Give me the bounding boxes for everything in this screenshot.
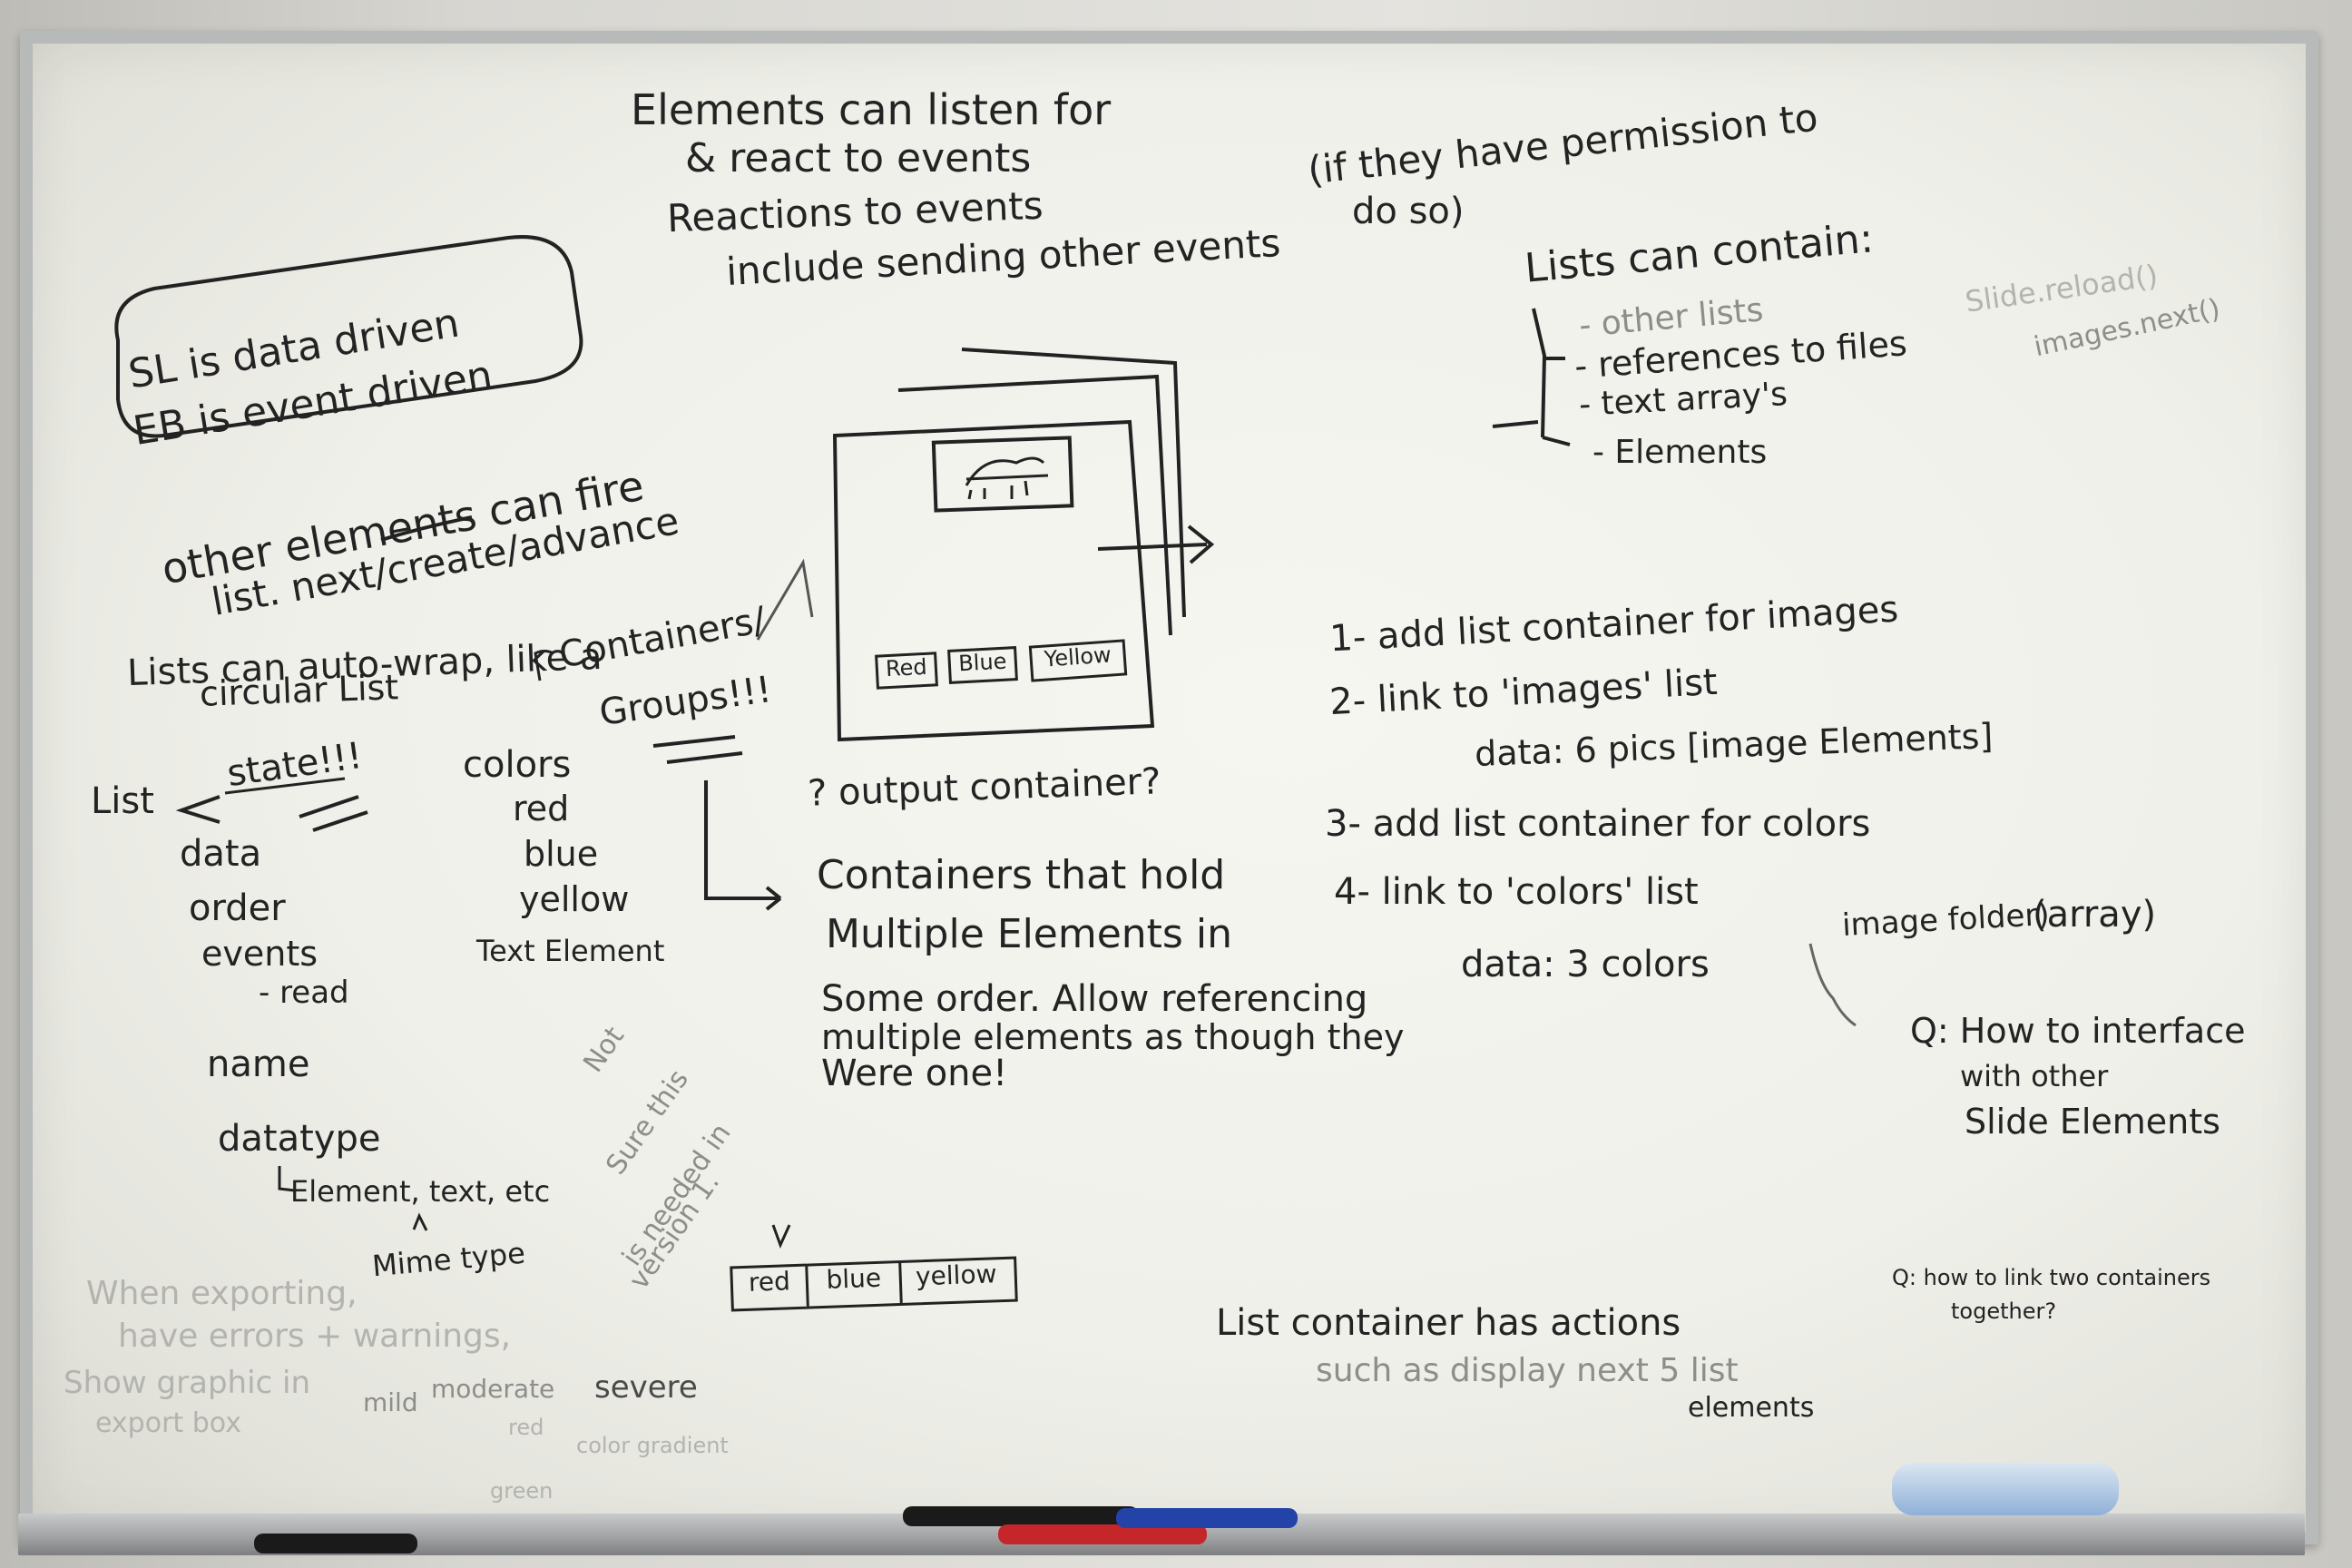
image-frame: [931, 436, 1074, 513]
note-blue: blue: [524, 834, 599, 874]
note-multiple-as-though: multiple elements as though they: [821, 1017, 1405, 1057]
note-moderate: moderate: [431, 1374, 555, 1404]
note-step4: 4- link to 'colors' list: [1334, 871, 1699, 913]
note-yellow: yellow: [519, 879, 630, 919]
strip-red: red: [732, 1266, 809, 1309]
note-q1-c: Slide Elements: [1965, 1102, 2220, 1142]
note-multiple-elements: Multiple Elements in: [826, 911, 1232, 957]
note-show-graphic: Show graphic in: [64, 1365, 311, 1401]
note-circular-list: circular List: [199, 667, 399, 714]
note-severe: severe: [594, 1369, 698, 1406]
note-react-events: & react to events: [685, 135, 1032, 181]
note-list-container-actions: List container has actions: [1216, 1302, 1681, 1344]
note-were-one: Were one!: [821, 1053, 1008, 1094]
note-read: - read: [259, 975, 349, 1011]
sheet-box-blue: Blue: [947, 646, 1018, 684]
note-datatype: datatype: [218, 1118, 381, 1160]
sl-eb-box: [114, 235, 583, 438]
marker-black-left: [254, 1534, 417, 1553]
note-sev-red: red: [508, 1415, 544, 1440]
sheet-back: [961, 348, 1186, 618]
note-such-as: such as display next 5 list: [1316, 1352, 1739, 1389]
strip-yellow: yellow: [915, 1259, 997, 1292]
note-text-element: Text Element: [476, 934, 665, 968]
marker-red: [998, 1524, 1207, 1544]
note-when-exporting: When exporting,: [86, 1275, 358, 1312]
note-q1-a: Q: How to interface: [1910, 1011, 2246, 1051]
sheet-box-yellow: Yellow: [1028, 639, 1128, 682]
note-mild: mild: [363, 1387, 418, 1417]
note-list-elements: elements: [1688, 1392, 1815, 1424]
note-name: name: [207, 1044, 310, 1085]
eraser-spray-bottle: [1892, 1463, 2119, 1515]
note-step3: 3- add list container for colors: [1325, 803, 1871, 845]
note-elements-listen: Elements can listen for: [631, 85, 1112, 134]
note-containers-hold: Containers that hold: [817, 852, 1226, 898]
note-element-text: Element, text, etc: [290, 1174, 551, 1209]
note-red: red: [513, 789, 570, 828]
note-array: (array): [2033, 894, 2157, 936]
note-color-gradient: color gradient: [576, 1433, 729, 1458]
sheet-front: [832, 419, 1155, 742]
note-green: green: [490, 1478, 554, 1504]
note-step4-data: data: 3 colors: [1461, 944, 1710, 985]
sheet-box-red: Red: [875, 652, 938, 690]
turtle-sketch: [965, 456, 1049, 500]
note-some-order: Some order. Allow referencing: [821, 978, 1368, 1020]
strip-blue: blue: [808, 1263, 903, 1307]
note-data: data: [180, 833, 262, 875]
note-export-box: export box: [95, 1407, 241, 1439]
note-q1-b: with other: [1960, 1059, 2109, 1093]
note-list: List: [91, 780, 154, 822]
marker-blue: [1116, 1508, 1298, 1528]
note-colors: colors: [463, 744, 572, 786]
note-do-so: do so): [1352, 191, 1465, 232]
marker-black-center: [903, 1506, 1139, 1526]
sheet-middle: [897, 374, 1172, 636]
note-q2-b: together?: [1951, 1298, 2057, 1324]
note-q2-a: Q: how to link two containers: [1892, 1265, 2211, 1290]
note-have-errors: have errors + warnings,: [118, 1318, 512, 1355]
whiteboard: [20, 31, 2318, 1544]
note-order: order: [189, 887, 286, 929]
note-elements: - Elements: [1592, 434, 1768, 471]
note-events: events: [201, 934, 318, 974]
